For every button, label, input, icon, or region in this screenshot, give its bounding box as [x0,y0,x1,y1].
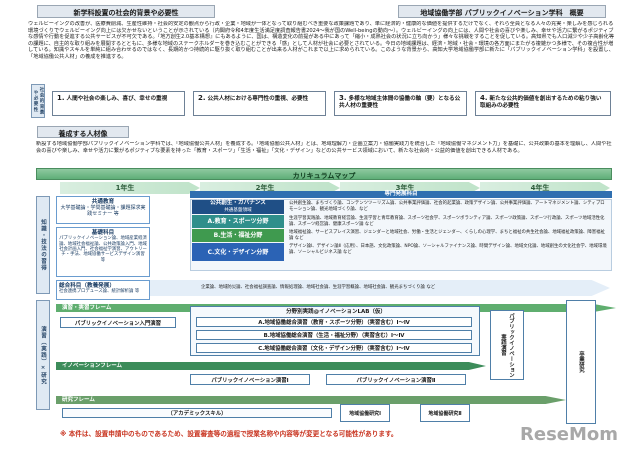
field-a-desc: 生涯学習実践論、地域教育経営論、生涯学習と青年教育論、スポーツ社会学、スポーツボ… [289,216,605,227]
sotsugyo-kenkyu: 卒業研究 [566,300,596,424]
jinzai-text: 新設する地域協働学部パブリックイノベーション学科では、「地域協働公共人材」を養成… [36,141,612,154]
need-item-4: 4.新たな公共的価値を創出するための粘り強い取組みの必要性 [475,91,611,116]
resemom-logo: ReseMom [520,424,619,445]
background-text: ウェルビーイングの改善が、医療費削減、生産性維持・社会的安定の観点から行政・企業… [28,21,615,60]
intro-enshu: パブリックイノベーション入門演習 [60,317,176,328]
field-common-desc: 公共創生論、まちづくり論、コンテンツツーリズム論、公共事業評価論、社会的起業論、… [289,201,605,212]
year-2: 2年生 [255,184,275,192]
sogo-desc: 企業論、地域防災論、社会福祉調査論、情報処理論、地域社会論、生涯学習概論、地域社… [201,285,436,290]
year-arrow-1 [60,182,200,194]
kenkyu-1: 地域協働研究Ⅰ [340,404,390,422]
field-c-desc: デザイン論Ⅰ、デザイン論Ⅱ（応用）、日本語、文化政策論、NPO論、ソーシャルファ… [289,244,607,255]
sogo-arrow [150,280,610,296]
lab-header: 分野別実践@イノベーションLAB（仮） [286,309,386,315]
kyoyo-card: 共通教育 大学基礎論・学問基礎論・課題探求実践セミナー 等 [56,196,150,224]
knowledge-section-label: 知識・技法の習得 [36,196,50,294]
field-b: B.生活・福祉分野 [192,229,284,242]
year-1: 1年生 [115,184,135,192]
advanced-header: 専門発展科目 [190,191,612,198]
field-a: A.教育・スポーツ分野 [192,215,284,228]
pi-enshu-2: パブリックイノベーション演習Ⅱ [326,374,466,385]
lab-a: A.地域協働総合演習（教育・スポーツ分野）（実習含む）Ⅰ～Ⅳ [196,317,472,327]
kiso-card: 基礎科目 パブリックイノベーション論、地域産業経済論、地域社会福祉論、公共政策論… [56,227,150,277]
sogo-card: 総合科目（教養発展） 社会連携プロデュース論、統計解析論 等 [56,280,150,300]
innovation-frame-bar: イノベーションフレーム [56,362,486,370]
program-title: 地域協働学部 パブリックイノベーション学科 概要 [398,5,606,18]
need-item-2: 2.公共人材における専門性の重視、必要性 [193,91,326,116]
lab-b: B.地域協働総合演習（生活・福祉分野）（実習含む）Ⅰ～Ⅳ [196,330,472,340]
year-4: 4年生 [530,184,550,192]
academic-skill: （アカデミックスキル） [62,408,332,418]
field-b-desc: 地域福祉論、サービスプレイス演習、ジェンダーと地域社会、労働・生活とジェンダー、… [289,230,605,241]
lab-c: C.地域協働総合演習（文化・デザイン分野）（実習含む）Ⅰ～Ⅳ [196,343,472,353]
year-3: 3年生 [395,184,415,192]
pi-enshu-1: パブリックイノベーション演習Ⅰ [190,374,310,385]
footer-note: ※ 本件は、設置申請中のものであるため、設置審査等の過程で授業名称や内容等が変更… [60,430,398,438]
research-frame-bar: 研究フレーム [56,396,566,404]
kenkyu-2: 地域協働研究Ⅱ [420,404,470,422]
curriculum-banner: カリキュラムマップ [36,168,612,180]
field-c: C.文化・デザイン分野 [192,243,284,261]
jissen-enshu: パブリックイノベーション実践演習 [490,310,524,380]
practice-section-label: 演習（実践）×研究 [36,300,50,410]
need-item-1: 1.人間や社会の楽しみ、喜び、幸せの重視 [52,91,185,116]
background-header: 新学科設置の社会的背景や必要性 [37,5,215,18]
jinzai-header: 養成する人材像 [37,126,129,138]
needs-label: 社会的背景や必要性 [31,84,45,118]
need-item-3: 3.多様な地域主体間の協働の軸（要）となる公共人材の重要性 [334,91,467,116]
field-common: 公共創生・ガバナンス 共通基盤領域 [192,200,284,214]
